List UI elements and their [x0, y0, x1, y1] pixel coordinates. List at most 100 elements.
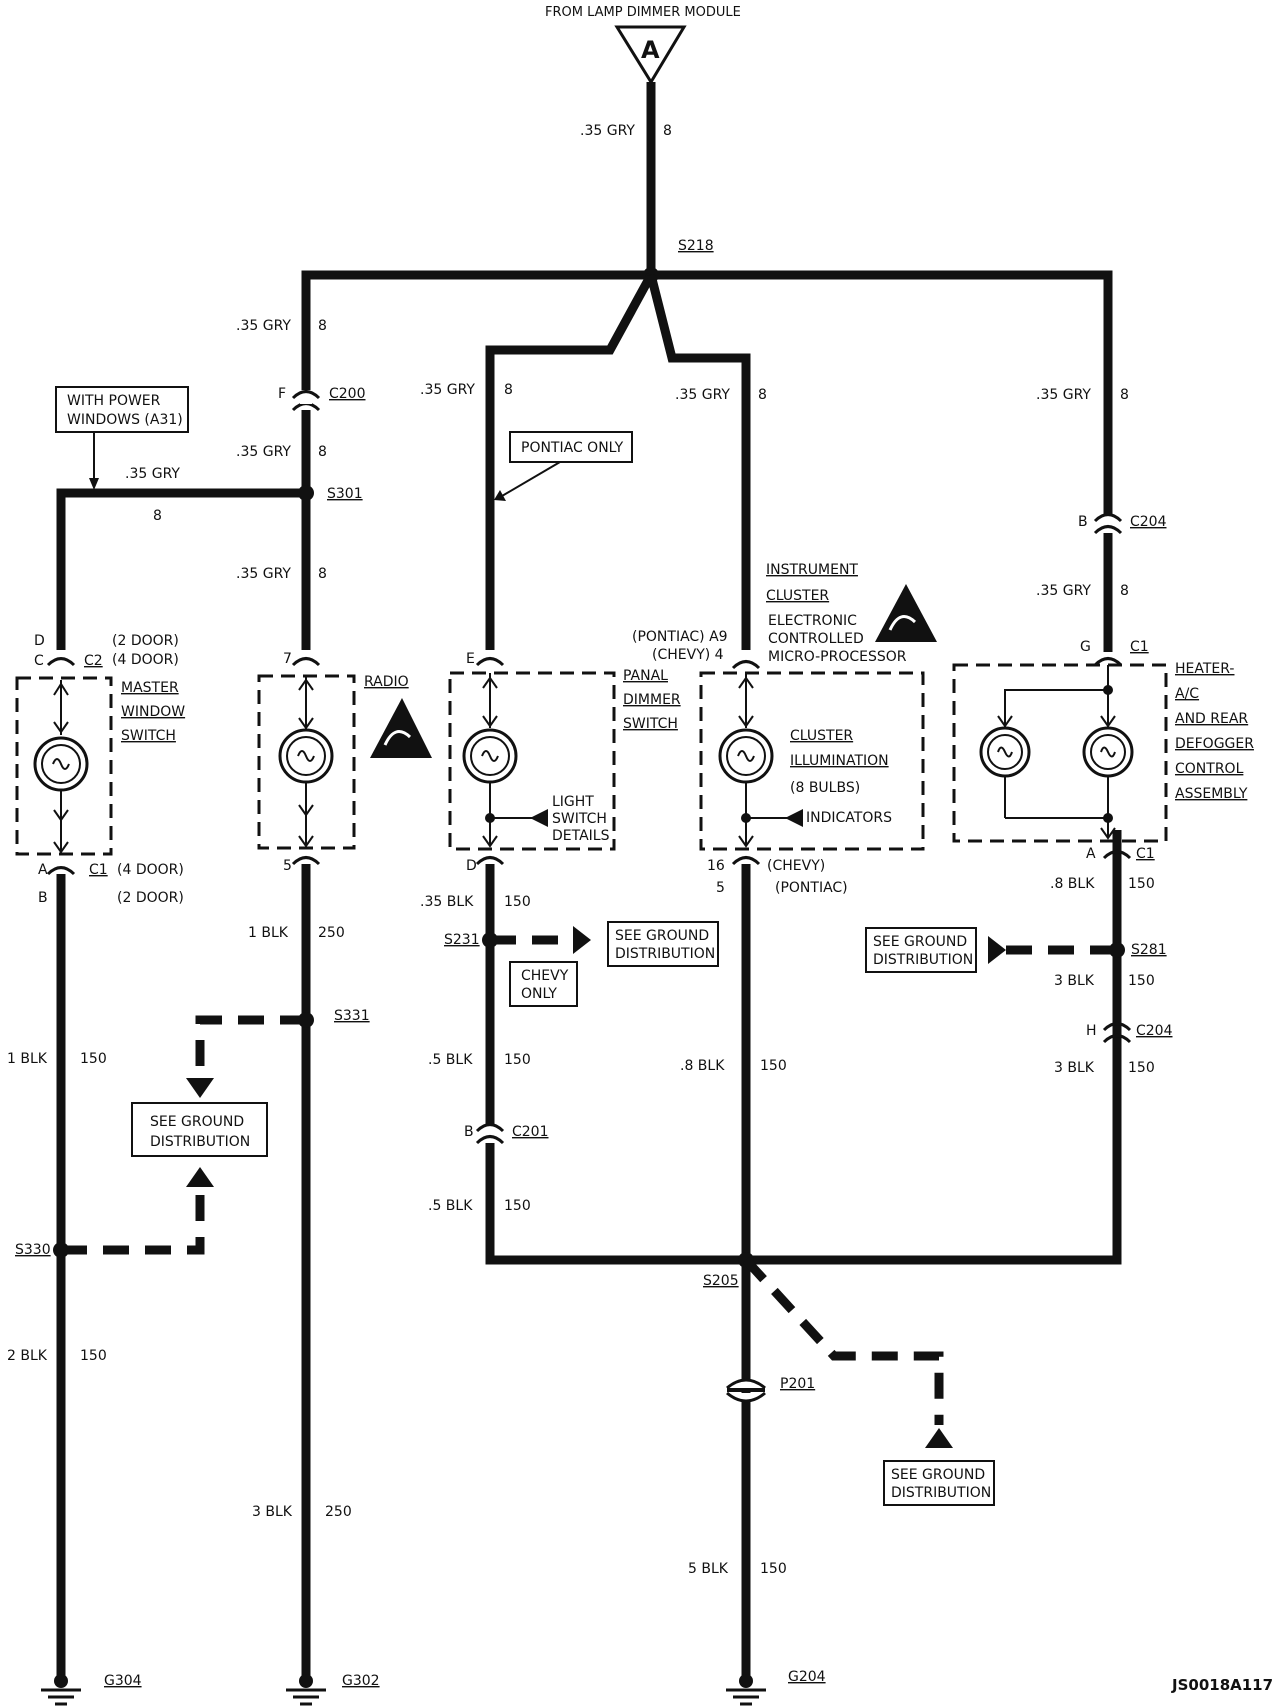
- pontiac-only-leader: [501, 461, 561, 497]
- g304-label: G304: [104, 1673, 142, 1689]
- heater-bulbs-icon: [979, 665, 1134, 840]
- chevy-only-note: [509, 961, 578, 1007]
- power-windows-note-2: WINDOWS (A31): [67, 412, 183, 428]
- power-windows-circuit: 8: [153, 508, 162, 524]
- panal-pin-d: D: [466, 858, 477, 874]
- heater-label-2: A/C: [1175, 686, 1199, 702]
- panal-label-2: DIMMER: [623, 692, 681, 708]
- panal-box: [448, 671, 616, 851]
- radio-low-gauge: 3 BLK: [252, 1504, 293, 1520]
- panal-connector-bot: [475, 856, 505, 866]
- cluster-pin-5: 5: [716, 880, 725, 896]
- panal-low-gauge: .5 BLK: [428, 1198, 473, 1214]
- heater-box: [952, 663, 1168, 843]
- ground-g304-icon: [41, 1674, 81, 1706]
- panal-low-circuit: 150: [504, 1198, 531, 1214]
- gwire-s330: [61, 1185, 205, 1255]
- gwire-s330-arrow: [186, 1167, 214, 1187]
- c1-heater-top-label: C1: [1130, 639, 1149, 655]
- ground-dist-box-s281: [865, 927, 977, 973]
- radio-low-circuit: 250: [325, 1504, 352, 1520]
- instrument-1: INSTRUMENT: [766, 562, 858, 578]
- c1-heater-bot-pin: A: [1086, 846, 1096, 862]
- c1-master-connector: [46, 866, 76, 876]
- ground-dist-s205-2: DISTRIBUTION: [891, 1485, 991, 1501]
- two-door-note: (2 DOOR): [112, 633, 179, 649]
- top-circuit: 8: [663, 123, 672, 139]
- cluster-label-1: CLUSTER: [790, 728, 853, 744]
- master-switch-box: [15, 676, 113, 856]
- panal-mid-gauge: .5 BLK: [428, 1052, 473, 1068]
- radio-bot-circuit: 250: [318, 925, 345, 941]
- left-mid-gauge: .35 GRY: [236, 444, 291, 460]
- pontiac-only-text: PONTIAC ONLY: [521, 440, 624, 456]
- master-bot-gauge: 1 BLK: [7, 1051, 48, 1067]
- cluster-low-gauge: 5 BLK: [688, 1561, 729, 1577]
- ground-dist-s231-1: SEE GROUND: [615, 928, 709, 944]
- ground-dist-box-s231: [607, 921, 719, 967]
- pontiac-only-arrow: [494, 490, 506, 501]
- indicators-label: INDICATORS: [806, 810, 892, 826]
- connector-a-letter: A: [641, 36, 660, 64]
- gwire-s331-arrow: [186, 1078, 214, 1098]
- gwire-s205: [742, 1256, 944, 1425]
- panal-connector-top: [475, 657, 505, 667]
- c204-top-connector: [1093, 513, 1123, 535]
- cluster-bot-gauge: .8 BLK: [680, 1058, 725, 1074]
- light-switch-3: DETAILS: [552, 828, 610, 844]
- pontiac-only-note: [509, 431, 633, 463]
- radio-connector-top: [291, 657, 321, 667]
- panal-label-3: SWITCH: [623, 716, 678, 732]
- ground-dist-left-1: SEE GROUND: [150, 1114, 244, 1130]
- master-pin-c: C: [34, 653, 44, 669]
- power-windows-note-1: WITH POWER: [67, 393, 161, 409]
- c201-label: C201: [512, 1124, 549, 1140]
- master-label-1: MASTER: [121, 680, 179, 696]
- g302-label: G302: [342, 1673, 380, 1689]
- heater-top-circuit: 8: [1120, 387, 1129, 403]
- radio-bulb-icon: [278, 676, 334, 848]
- c201-connector: [475, 1123, 505, 1145]
- cluster-pin-4: (CHEVY) 4: [652, 647, 724, 663]
- heater-label-5: CONTROL: [1175, 761, 1244, 777]
- master-bot-circuit: 150: [80, 1051, 107, 1067]
- heater-label-6: ASSEMBLY: [1175, 786, 1248, 802]
- master-bulb-icon: [33, 680, 89, 854]
- heater-label-4: DEFOGGER: [1175, 736, 1254, 752]
- s301-label: S301: [327, 486, 363, 502]
- ground-dist-s281-2: DISTRIBUTION: [873, 952, 973, 968]
- radio-label: RADIO: [364, 674, 409, 690]
- power-windows-arrowhead: [89, 478, 99, 490]
- s205-label: S205: [703, 1273, 739, 1289]
- ecm-2: CONTROLLED: [768, 631, 864, 647]
- panal-bot-gauge: .35 BLK: [420, 894, 474, 910]
- g204-label: G204: [788, 1669, 826, 1685]
- left-lower-gauge: .35 GRY: [236, 566, 291, 582]
- ecm-1: ELECTRONIC: [768, 613, 857, 629]
- panal-bot-circuit: 150: [504, 894, 531, 910]
- cluster-connector-bot: [731, 856, 761, 866]
- cluster-connector-top: [731, 660, 761, 670]
- gwire-s231-arrow: [573, 926, 591, 954]
- s231-label: S231: [444, 932, 480, 948]
- c1-heater-bot-label: C1: [1136, 846, 1155, 862]
- heater-mid-circuit: 8: [1120, 583, 1129, 599]
- wire-power-windows: [56, 488, 306, 650]
- gwire-s281-arrow: [988, 936, 1006, 964]
- c2-label: C2: [84, 653, 103, 669]
- wire-panal-feed: [485, 272, 655, 650]
- master-label-2: WINDOW: [121, 704, 185, 720]
- c200-pin: F: [278, 386, 286, 402]
- pontiac-paren: (PONTIAC): [775, 880, 848, 896]
- light-switch-1: LIGHT: [552, 794, 594, 810]
- c1-heater-top-connector: [1093, 657, 1123, 667]
- c1-heater-bot-connector: [1102, 850, 1132, 860]
- ground-dist-box-left: [131, 1102, 268, 1157]
- cluster-label-2: ILLUMINATION: [790, 753, 889, 769]
- radio-bot-gauge: 1 BLK: [248, 925, 289, 941]
- instrument-2: CLUSTER: [766, 588, 829, 604]
- c204-bot-pin: H: [1086, 1023, 1097, 1039]
- two-door-note-b: (2 DOOR): [117, 890, 184, 906]
- heater-low-circuit: 150: [1128, 1060, 1155, 1076]
- panal-pin-e: E: [466, 651, 475, 667]
